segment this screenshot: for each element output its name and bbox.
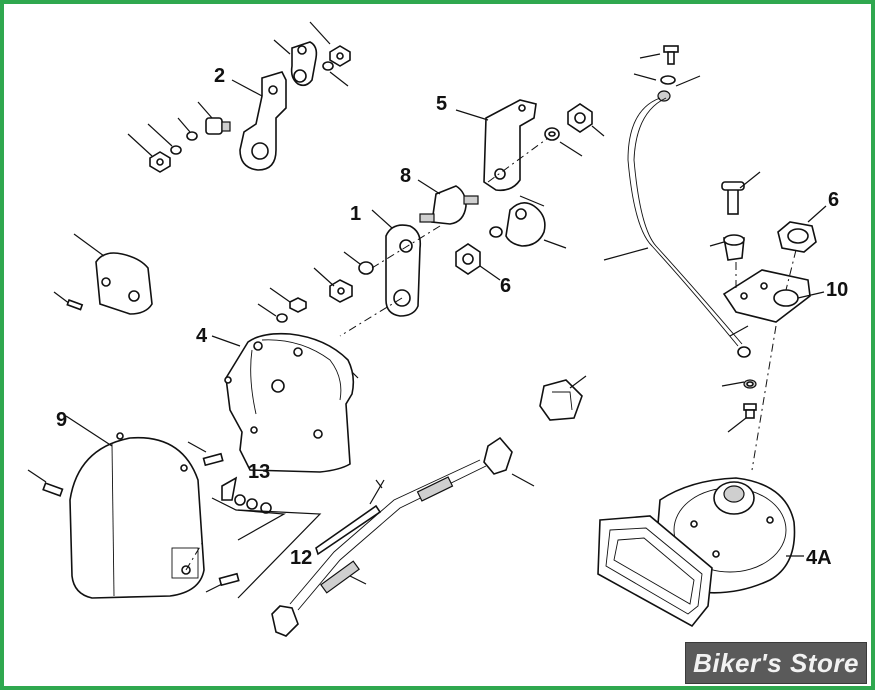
callout-10: 10 — [826, 279, 848, 301]
ground-wire — [603, 45, 751, 358]
callout-8: 8 — [400, 165, 411, 187]
part-6-clamp — [479, 195, 567, 281]
part-4a-horn — [597, 477, 804, 628]
part-8-rubber-mount — [417, 179, 479, 225]
callout-9: 9 — [56, 409, 67, 431]
part-2-bracket — [127, 21, 351, 173]
part-1-link-plate — [313, 209, 481, 337]
part-13-12-hardware — [171, 476, 322, 599]
part-10-bracket — [709, 171, 827, 471]
callout-5: 5 — [436, 93, 447, 115]
callout-12: 12 — [290, 547, 312, 569]
callout-13: 13 — [248, 461, 270, 483]
wiring-harness — [271, 436, 535, 637]
callout-2: 2 — [214, 65, 225, 87]
wire-clip — [53, 233, 153, 315]
spade-connector — [539, 375, 587, 421]
callout-labels: 2 5 8 1 6 4 9 13 12 6 10 4A — [56, 65, 848, 569]
callout-4: 4 — [196, 325, 208, 347]
callout-6-middle: 6 — [500, 275, 511, 297]
watermark-text: Biker's Store — [693, 648, 859, 678]
callout-6-right: 6 — [828, 189, 839, 211]
part-4-horn-body — [211, 287, 359, 473]
bikers-store-logo: Biker's Store — [685, 642, 867, 684]
callout-1: 1 — [350, 203, 361, 225]
part-9-horn-cover — [27, 415, 240, 599]
part-5-bracket — [455, 99, 605, 192]
callout-4a: 4A — [806, 547, 832, 569]
